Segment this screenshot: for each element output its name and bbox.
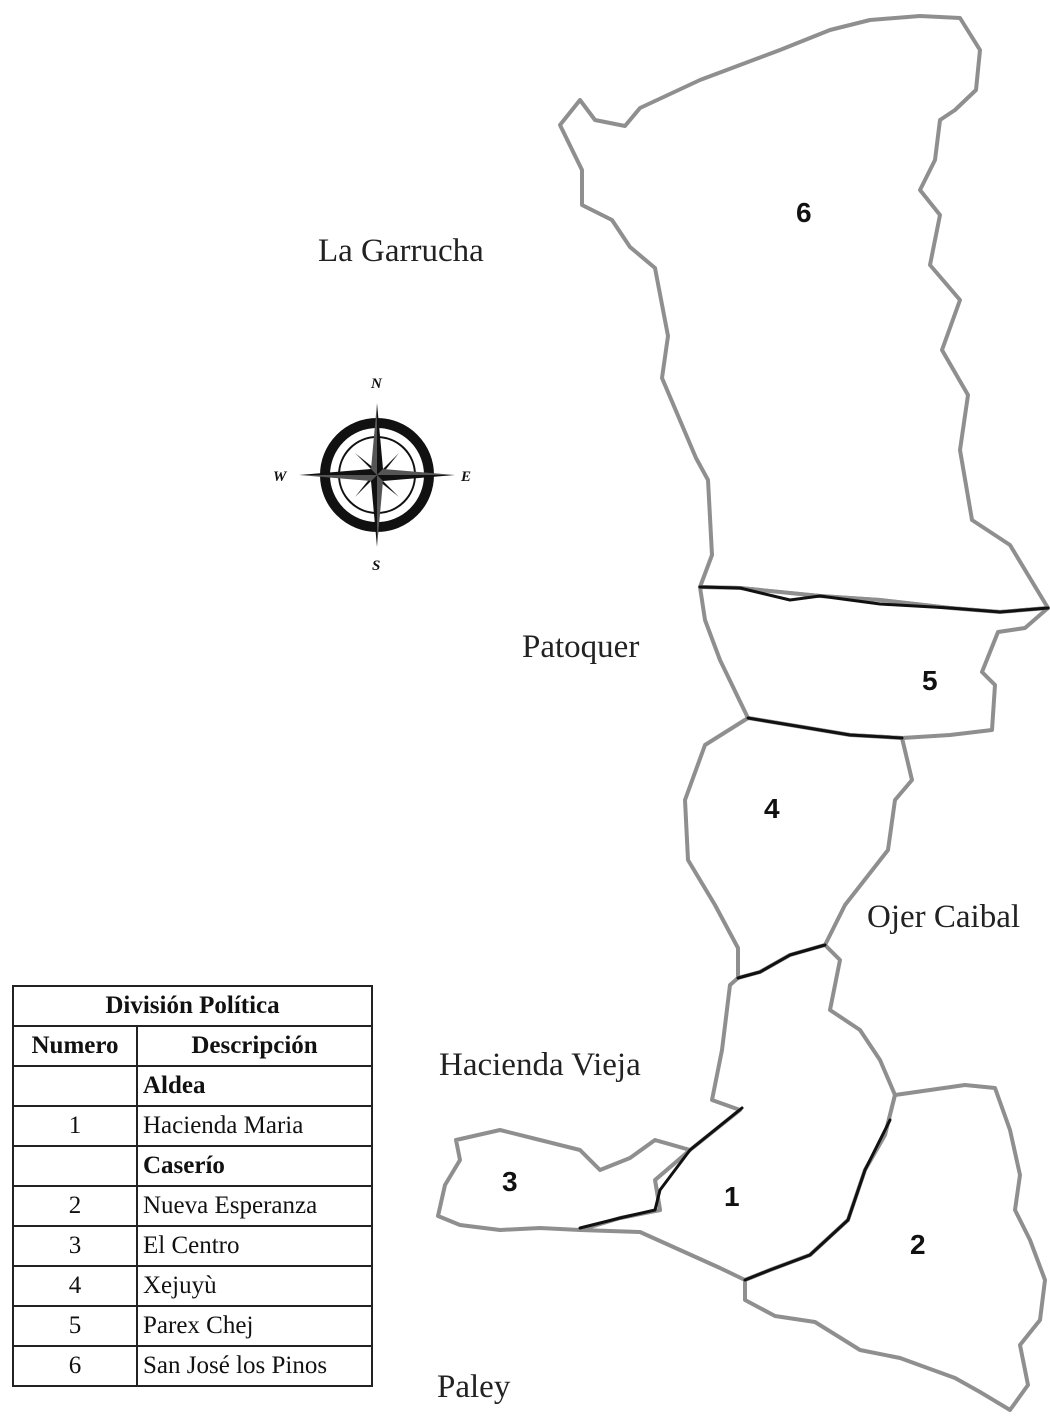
compass-north: N [370,376,383,392]
legend-row-description: El Centro [136,1225,373,1267]
neighbor-hacienda-vieja: Hacienda Vieja [439,1047,641,1083]
legend-title: División Política [12,985,373,1027]
region-3-shape [436,1128,692,1232]
region-4-shape [683,716,914,980]
border-6-5 [698,585,1050,614]
legend-header-number: Numero [12,1025,138,1067]
border-1-2 [743,1118,892,1282]
region-2-number: 2 [910,1229,926,1260]
neighbor-la-garrucha: La Garrucha [318,233,484,269]
legend-row-number [12,1065,138,1107]
region-1-number: 1 [724,1181,740,1212]
neighbor-ojer-caibal: Ojer Caibal [867,899,1020,935]
compass-east: E [460,469,471,485]
region-6-number: 6 [796,197,812,228]
legend-row-number: 6 [12,1345,138,1387]
region-3-number: 3 [502,1166,518,1197]
legend-row-number [12,1145,138,1187]
border-1-3 [578,1106,744,1230]
legend-row: Aldea [12,1065,373,1107]
legend-header-description: Descripción [136,1025,373,1067]
compass-west: W [273,469,288,485]
region-4-number: 4 [764,793,780,824]
legend-row-number: 5 [12,1305,138,1347]
legend-row-number: 3 [12,1225,138,1267]
region-5-number: 5 [922,665,938,696]
legend-row-number: 4 [12,1265,138,1307]
legend-row-number: 1 [12,1105,138,1147]
legend-row-number: 2 [12,1185,138,1227]
neighbor-patoquer: Patoquer [522,629,639,665]
neighbor-paley: Paley [437,1369,511,1405]
legend-table: División Política Numero Descripción Ald… [12,985,373,1387]
legend-row-description: Hacienda Maria [136,1105,373,1147]
border-5-4 [746,716,904,740]
legend-row-description: Parex Chej [136,1305,373,1347]
legend-row-description: Nueva Esperanza [136,1185,373,1227]
region-6-shape [558,14,1050,614]
border-4-1 [736,943,827,980]
legend-row-category: Aldea [136,1065,373,1107]
legend-row-description: San José los Pinos [136,1345,373,1387]
legend-row-description: Xejuyù [136,1265,373,1307]
compass-south: S [372,558,380,574]
legend-row-category: Caserío [136,1145,373,1187]
legend-row: Caserío [12,1145,373,1187]
compass-rose-icon: N S E W [273,376,471,574]
